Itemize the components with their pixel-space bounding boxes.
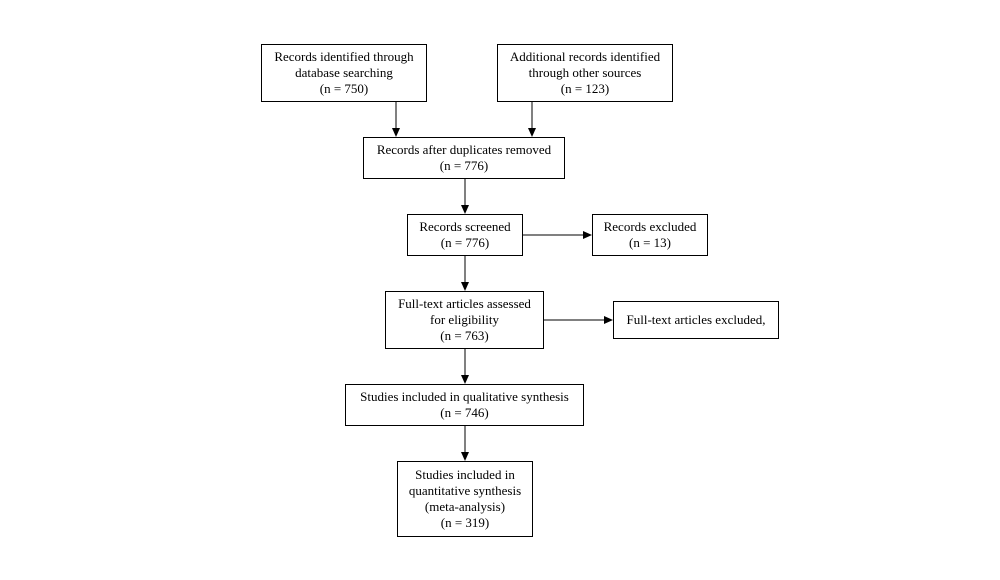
fulltext-assessed-box: Full-text articles assessed for eligibil… xyxy=(385,291,544,349)
records-screened-box: Records screened (n = 776) xyxy=(407,214,523,256)
arrowhead-qualitative-to-quantitative xyxy=(461,452,469,461)
node-text-line: quantitative synthesis xyxy=(408,483,522,498)
node-text-line: Additional records identified xyxy=(509,49,661,64)
records-after-duplicates-box: Records after duplicates removed (n = 77… xyxy=(363,137,565,179)
quantitative-synthesis-box: Studies included in quantitative synthes… xyxy=(397,461,533,537)
node-count: (n = 763) xyxy=(440,328,489,343)
node-text-line: Full-text articles assessed xyxy=(398,296,531,311)
qualitative-synthesis-box: Studies included in qualitative synthesi… xyxy=(345,384,584,426)
node-text-line: Records after duplicates removed xyxy=(376,142,552,157)
records-excluded-box: Records excluded (n = 13) xyxy=(592,214,708,256)
records-identified-database-box: Records identified through database sear… xyxy=(261,44,427,102)
arrowhead-screened-to-fulltext xyxy=(461,282,469,291)
node-count: (n = 13) xyxy=(629,235,671,250)
node-count: (n = 123) xyxy=(560,81,610,96)
node-count: (n = 750) xyxy=(319,81,369,96)
arrowhead-db-to-dedup xyxy=(392,128,400,137)
node-text-line: through other sources xyxy=(528,65,642,80)
node-text-line: Records screened xyxy=(419,219,511,234)
node-text-line: Studies included in xyxy=(415,467,515,482)
fulltext-excluded-box: Full-text articles excluded, xyxy=(613,301,779,339)
arrowhead-dedup-to-screened xyxy=(461,205,469,214)
additional-records-box: Additional records identified through ot… xyxy=(497,44,673,102)
node-text-line: Studies included in qualitative synthesi… xyxy=(360,389,569,404)
arrowhead-fulltext-to-qualitative xyxy=(461,375,469,384)
node-text-line: Full-text articles excluded, xyxy=(626,312,766,327)
node-count: (n = 746) xyxy=(440,405,489,420)
arrowhead-screened-to-excluded xyxy=(583,231,592,239)
node-text-line: (meta-analysis) xyxy=(424,499,506,514)
arrowhead-fulltext-to-excluded xyxy=(604,316,613,324)
node-text-line: for eligibility xyxy=(430,312,499,327)
node-text-line: Records excluded xyxy=(603,219,697,234)
node-text-line: Records identified through xyxy=(274,49,414,64)
node-count: (n = 776) xyxy=(440,235,490,250)
node-count: (n = 776) xyxy=(439,158,489,173)
node-count: (n = 319) xyxy=(440,515,490,530)
arrowhead-other-to-dedup xyxy=(528,128,536,137)
node-text-line: database searching xyxy=(295,65,393,80)
